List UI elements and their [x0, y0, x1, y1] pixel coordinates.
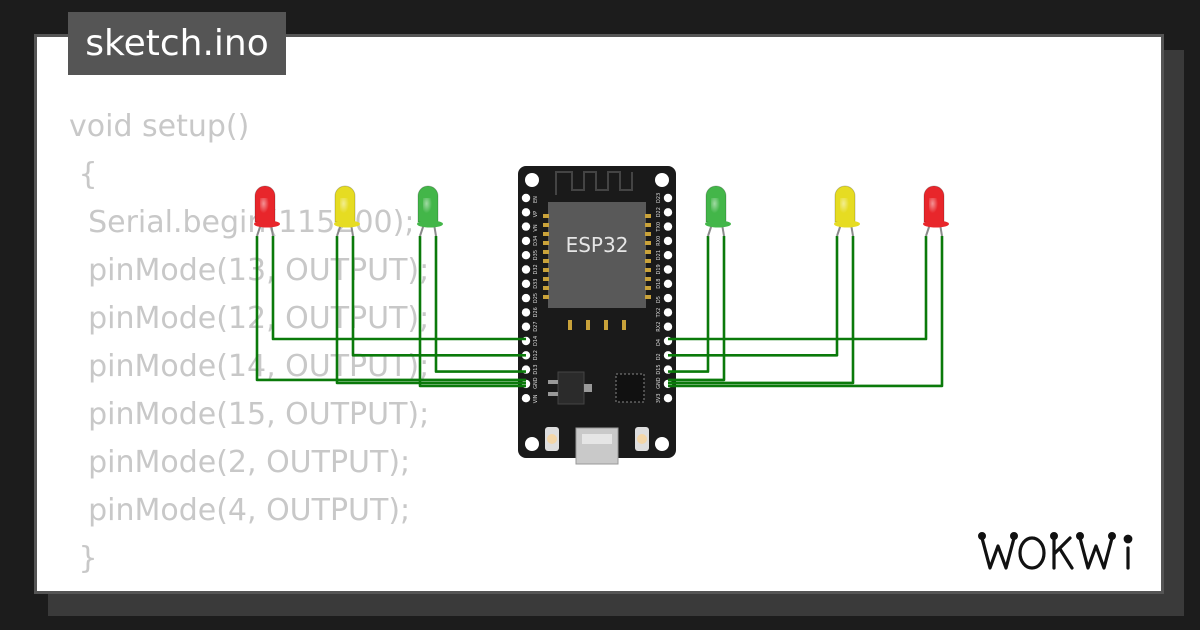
pin-left	[521, 293, 531, 303]
wire	[418, 236, 526, 388]
pin-left	[521, 394, 531, 403]
sketch-filename-tab[interactable]: sketch.ino	[68, 12, 286, 75]
pin-right	[663, 322, 673, 331]
pin-label: D34	[533, 236, 539, 246]
pin-label: VN	[533, 224, 539, 231]
pin-label: D12	[533, 350, 539, 360]
pin-left	[521, 251, 531, 260]
pin-label: D14	[533, 336, 539, 346]
pin-right	[663, 222, 673, 231]
pin-label: VP	[533, 211, 539, 217]
wire	[351, 236, 526, 357]
pin-label: D5	[656, 296, 662, 303]
pin-label: D22	[656, 207, 662, 217]
pin-label: GND	[656, 377, 662, 389]
pin-label: D2	[656, 353, 662, 360]
wire	[271, 236, 526, 341]
code-line: pinMode(12, OUTPUT);	[69, 301, 430, 336]
pin-label: D23	[656, 193, 662, 203]
wire	[668, 236, 855, 385]
wires	[255, 236, 944, 388]
code-line: void loop()	[69, 583, 429, 591]
pin-right	[663, 208, 673, 217]
pin-left	[521, 236, 531, 246]
pin-right	[663, 279, 673, 288]
code-line: void setup()	[69, 109, 250, 144]
code-line: {	[69, 157, 98, 192]
wire	[668, 236, 839, 357]
led-left-yellow[interactable]	[334, 185, 360, 237]
pin-label: D32	[533, 264, 539, 274]
pin-right	[663, 293, 673, 303]
code-line: Serial.begin(115200);	[69, 205, 415, 240]
pin-right	[663, 236, 673, 246]
code-line: pinMode(4, OUTPUT);	[69, 493, 411, 528]
pin-label: D18	[656, 279, 662, 289]
wire	[434, 236, 526, 373]
code-line: pinMode(2, OUTPUT);	[69, 445, 411, 480]
esp32-board[interactable]: ESP32 ENVPVND34D35D32D33D25D26D27D14D12D…	[518, 166, 676, 465]
pin-left	[521, 279, 531, 288]
pin-label: D25	[533, 293, 539, 303]
wire	[335, 236, 526, 385]
wire	[668, 236, 928, 341]
code-line: }	[69, 541, 98, 576]
pin-label: RX2	[656, 322, 662, 332]
pin-label: D26	[533, 307, 539, 317]
code-line: pinMode(15, OUTPUT);	[69, 397, 430, 432]
pin-right	[663, 193, 673, 203]
pin-label: D4	[656, 339, 662, 346]
wokwi-logo	[977, 531, 1133, 570]
pin-label: TX2	[656, 308, 662, 319]
pin-label: RX0	[656, 236, 662, 246]
esp32-label: ESP32	[566, 233, 629, 257]
led-left-green[interactable]	[417, 185, 443, 237]
code-line: pinMode(14, OUTPUT);	[69, 349, 430, 384]
pin-left	[521, 322, 531, 331]
led-right-green[interactable]	[705, 185, 731, 237]
pin-right	[663, 394, 673, 403]
pin-left	[521, 193, 531, 203]
pin-left	[521, 222, 531, 231]
pin-label: D15	[656, 364, 662, 374]
led-right-red[interactable]	[923, 185, 949, 237]
leds-group	[254, 185, 949, 237]
pin-label: D35	[533, 250, 539, 260]
code-preview: void setup() { Serial.begin(115200); pin…	[69, 103, 430, 591]
wire	[668, 236, 726, 382]
wire	[668, 236, 710, 373]
pin-label: D27	[533, 321, 539, 331]
led-left-red[interactable]	[254, 185, 280, 237]
pin-label: D19	[656, 264, 662, 274]
pin-label: D21	[656, 250, 662, 260]
pin-label: EN	[533, 196, 539, 203]
pin-label: TX0	[656, 222, 662, 233]
wire	[668, 236, 944, 388]
pin-label: D13	[533, 364, 539, 374]
pin-right	[663, 308, 673, 317]
pin-left	[521, 265, 531, 274]
pin-label: 3V3	[656, 393, 662, 403]
pin-left	[521, 308, 531, 317]
led-right-yellow[interactable]	[834, 185, 860, 237]
pin-right	[663, 265, 673, 274]
wire	[255, 236, 526, 382]
pin-label: VIN	[533, 394, 539, 403]
code-line: pinMode(13, OUTPUT);	[69, 253, 430, 288]
esp32-chip	[548, 202, 646, 308]
pin-right	[663, 251, 673, 260]
pin-label: GND	[533, 377, 539, 389]
pin-left	[521, 208, 531, 217]
pin-label: D33	[533, 279, 539, 289]
